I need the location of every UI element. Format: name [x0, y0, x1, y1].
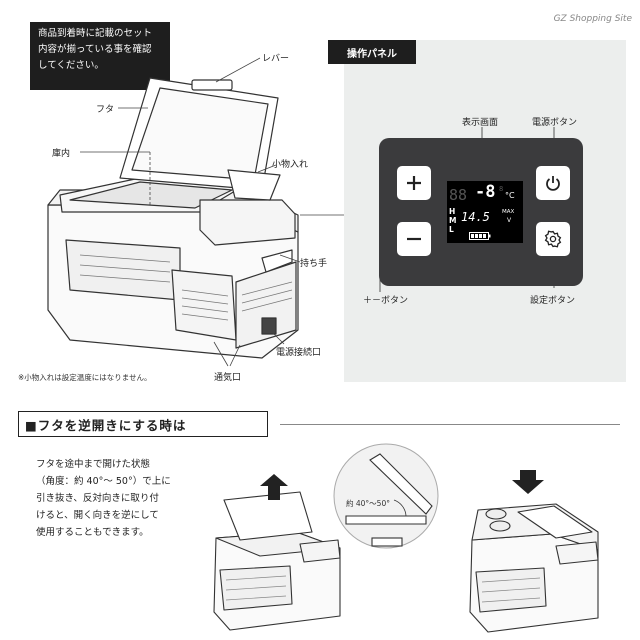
lid-label: フタ	[96, 105, 115, 115]
minus-icon	[407, 237, 421, 241]
svg-text:88: 88	[449, 186, 467, 204]
minus-button[interactable]	[397, 222, 431, 256]
power-button[interactable]	[536, 166, 570, 200]
watermark: GZ Shopping Site	[553, 14, 632, 24]
gear-icon	[544, 230, 562, 248]
cooler-illustration	[47, 57, 345, 367]
description-line: フタを途中まで開けた状態	[36, 459, 151, 470]
settings-button[interactable]	[536, 222, 570, 256]
inside-label: 庫内	[52, 149, 71, 159]
notice-line: 内容が揃っている事を確認	[38, 44, 152, 55]
power-icon	[546, 176, 560, 191]
plus-icon	[407, 176, 421, 190]
section-divider	[280, 424, 620, 425]
footnote: ※小物入れは設定温度にはなりません。	[18, 373, 152, 382]
plus-button[interactable]	[397, 166, 431, 200]
lcd-level-h: H	[449, 207, 456, 216]
plus-minus-label: ＋－ボタン	[363, 296, 409, 306]
description-line: けると、開く向きを逆にして	[36, 510, 159, 521]
lcd-main-value: -8	[475, 182, 496, 202]
up-arrow-icon	[260, 474, 288, 500]
description-line: （角度：約 40°～ 50°）で上に	[36, 476, 171, 487]
power-button-label: 電源ボタン	[532, 118, 578, 128]
notice-box: 商品到着時に記載のセット 内容が揃っている事を確認 してください。	[30, 22, 170, 90]
svg-text:8: 8	[499, 185, 503, 193]
lcd-level-m: M	[449, 216, 457, 225]
notice-line: 商品到着時に記載のセット	[38, 28, 153, 39]
lcd-sub-value: 14.5	[461, 210, 490, 224]
reverse-lid-illustration	[213, 443, 599, 633]
settings-button-label: 設定ボタン	[530, 296, 576, 306]
lcd-level-l: L	[449, 225, 454, 234]
angle-label: 約 40°～50°	[346, 499, 390, 508]
compartment-label: 小物入れ	[272, 160, 309, 170]
display-label: 表示画面	[462, 118, 499, 128]
down-arrow-icon	[512, 470, 544, 494]
description-line: 使用することもできます。	[36, 527, 149, 538]
handle-label: 持ち手	[300, 259, 328, 269]
vent-label: 通気口	[214, 373, 242, 383]
battery-icon	[469, 232, 491, 240]
lcd-display: 88 8 -8 °C H M L 14.5 MAX V	[447, 181, 523, 243]
notice-line: してください。	[38, 60, 104, 71]
section-title: ■フタを逆開きにする時は	[18, 411, 268, 437]
lcd-max-tag: MAX	[502, 209, 515, 215]
lcd-sub-unit: V	[507, 217, 512, 224]
panel-title: 操作パネル	[328, 40, 416, 64]
section-description: フタを途中まで開けた状態 （角度：約 40°～ 50°）で上に 引き抜き、反対向…	[36, 456, 212, 541]
lever-label: レバー	[262, 54, 290, 64]
power-port-label: 電源接続口	[276, 348, 322, 358]
lcd-main-unit: °C	[505, 191, 515, 200]
description-line: 引き抜き、反対向きに取り付	[36, 493, 159, 504]
